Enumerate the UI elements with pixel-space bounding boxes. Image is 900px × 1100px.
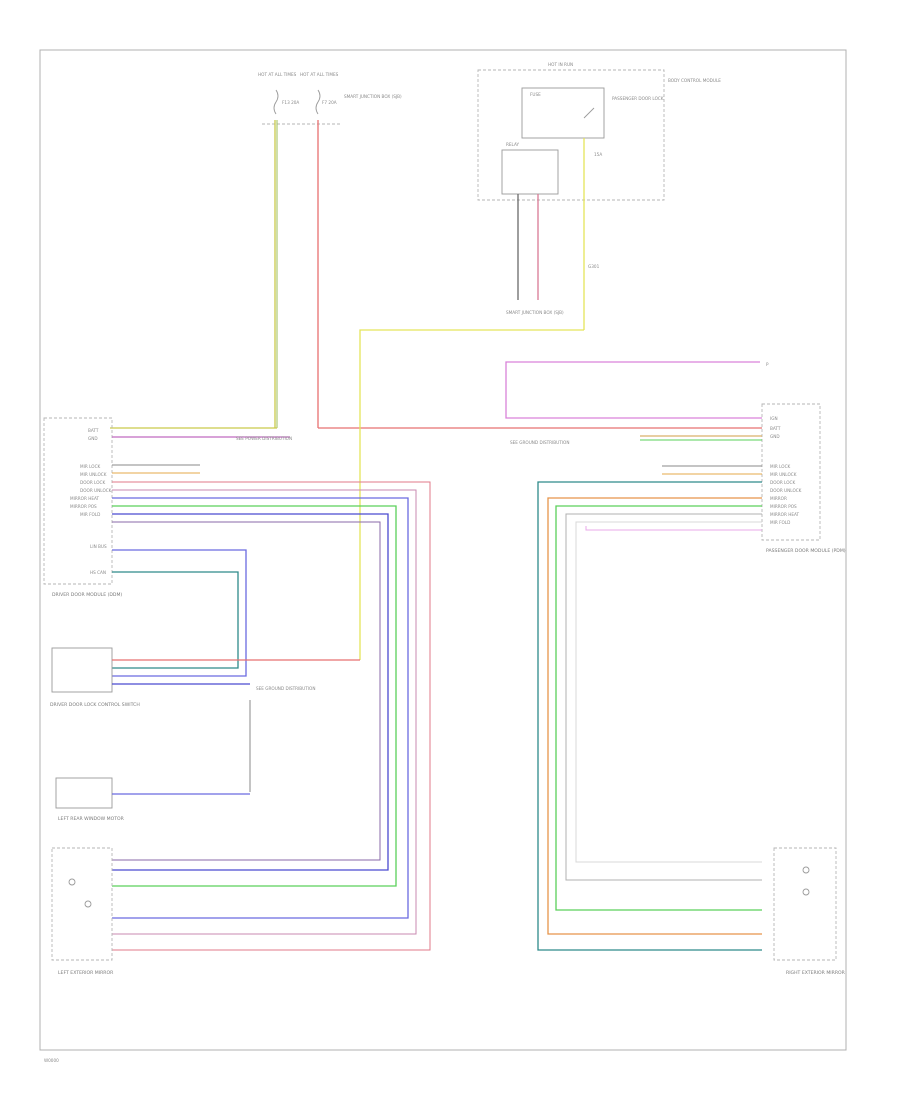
passenger-door-module: PASSENGER DOOR MODULE (PDM) IGN BATT GND… bbox=[761, 403, 846, 554]
pdm-pin-8: MIRROR bbox=[770, 496, 787, 501]
fuse-a-icon bbox=[273, 89, 279, 115]
right-mirror-heater-icon bbox=[802, 888, 810, 896]
splice-note: SEE GROUND DISTRIBUTION bbox=[256, 686, 315, 691]
wire-pdm-pink-stub bbox=[585, 526, 762, 531]
left-window-motor: LEFT REAR WINDOW MOTOR bbox=[55, 777, 125, 822]
relay-lower-label: RELAY bbox=[506, 142, 520, 147]
fuse-b-icon bbox=[315, 89, 321, 115]
pdm-pin-5: MIR UNLOCK bbox=[770, 472, 797, 477]
sjb-relay-box bbox=[477, 69, 665, 201]
ddm-pin-7: MIRROR HEAT bbox=[70, 496, 100, 501]
passenger-lock-label: PASSENGER DOOR LOCK bbox=[612, 96, 664, 101]
fuse-a-label: F13 20A bbox=[282, 100, 299, 105]
wire-run-yellow-route bbox=[359, 329, 584, 660]
pdm-box bbox=[761, 403, 821, 541]
wire-pdm-orange-loop bbox=[547, 497, 762, 935]
wire-ddm-pink-loop bbox=[112, 489, 417, 935]
left-window-motor-label: LEFT REAR WINDOW MOTOR bbox=[58, 816, 125, 822]
left-mirror-label: LEFT EXTERIOR MIRROR bbox=[58, 970, 114, 976]
ddm-pin-10: LIN BUS bbox=[90, 544, 107, 549]
ddm-pin-5: DOOR LOCK bbox=[80, 480, 105, 485]
hot-label-a: HOT AT ALL TIMES bbox=[258, 72, 297, 77]
ddm-pin-9: MIR FOLD bbox=[80, 512, 100, 517]
pdm-pin-10: MIRROR HEAT bbox=[770, 512, 800, 517]
driver-lock-switch: DRIVER DOOR LOCK CONTROL SWITCH bbox=[50, 647, 140, 708]
sjb-label: SMART JUNCTION BOX (SJB) bbox=[344, 94, 402, 99]
left-mirror-heater-icon bbox=[84, 900, 92, 908]
ddm-box bbox=[43, 417, 113, 585]
pdm-pin-6: DOOR LOCK bbox=[770, 480, 795, 485]
ddm-pin-1: GND bbox=[88, 436, 98, 441]
right-mirror-motor-icon bbox=[802, 866, 810, 874]
right-mirror-label: RIGHT EXTERIOR MIRROR bbox=[786, 970, 846, 976]
pdm-pin-2: GND bbox=[770, 434, 780, 439]
hot-in-run-label: HOT IN RUN bbox=[548, 62, 573, 67]
ddm-pin-0: BATT bbox=[88, 428, 99, 433]
fuse-b-label: F7 20A bbox=[322, 100, 337, 105]
driver-door-module: DRIVER DOOR MODULE (DDM) BATT GND MIR LO… bbox=[43, 417, 122, 598]
relay-box bbox=[521, 87, 605, 139]
left-mirror-box bbox=[51, 847, 113, 961]
left-window-motor-box bbox=[55, 777, 113, 809]
top-right-relay-group: HOT IN RUN BODY CONTROL MODULE FUSE PASS… bbox=[477, 62, 721, 330]
wire-ddm-purple-loop bbox=[112, 521, 381, 861]
hot-label-b: HOT AT ALL TIMES bbox=[300, 72, 339, 77]
wire-ddm-darkblue-loop bbox=[112, 513, 389, 871]
pdm-pin-0: IGN bbox=[770, 416, 778, 421]
top-left-fuse-group: HOT AT ALL TIMES HOT AT ALL TIMES SMART … bbox=[258, 72, 402, 125]
wire-pink-loop bbox=[505, 361, 762, 419]
ddm-pin-3: MIR LOCK bbox=[80, 464, 100, 469]
diagram-frame bbox=[39, 49, 847, 1051]
footer-code: W0000 bbox=[44, 1058, 59, 1063]
pdm-gnd-note: SEE GROUND DISTRIBUTION bbox=[510, 440, 569, 445]
ddm-pin-12: HS CAN bbox=[90, 570, 106, 575]
wire-pdm-gray-loop bbox=[565, 513, 762, 881]
wire-pdm-green-loop bbox=[555, 505, 762, 911]
pdm-pin-1: BATT bbox=[770, 426, 781, 431]
pdm-label: PASSENGER DOOR MODULE (PDM) bbox=[766, 548, 846, 554]
ddm-pin-4: MIR UNLOCK bbox=[80, 472, 107, 477]
wire-pdm-teal-loop bbox=[537, 481, 762, 951]
relay-lower-box bbox=[501, 149, 559, 195]
wire-ddm-green-loop bbox=[112, 505, 397, 887]
ground-g301-label: G301 bbox=[588, 264, 600, 269]
relay-switch bbox=[583, 107, 595, 119]
wire-ddm-lin bbox=[112, 549, 247, 677]
wire-pdm-white-loop bbox=[575, 521, 762, 863]
left-exterior-mirror: LEFT EXTERIOR MIRROR bbox=[51, 847, 114, 976]
driver-lock-switch-label: DRIVER DOOR LOCK CONTROL SWITCH bbox=[50, 702, 140, 708]
pink-wire-end-label: P bbox=[766, 362, 769, 367]
pdm-pin-4: MIR LOCK bbox=[770, 464, 790, 469]
bcm-label: BODY CONTROL MODULE bbox=[668, 78, 721, 83]
ddm-gnd-note: SEE POWER DISTRIBUTION bbox=[236, 436, 292, 441]
relay-label: FUSE bbox=[530, 92, 541, 97]
ddm-pin-6: DOOR UNLOCK bbox=[80, 488, 112, 493]
fuse-15a-label: 15A bbox=[594, 152, 602, 157]
ddm-pin-8: MIRROR POS bbox=[70, 504, 97, 509]
wire-ddm-red-loop bbox=[112, 481, 431, 951]
driver-lock-switch-box bbox=[51, 647, 113, 693]
right-mirror-box bbox=[773, 847, 837, 961]
pdm-pin-11: MIR FOLD bbox=[770, 520, 790, 525]
pdm-pin-7: DOOR UNLOCK bbox=[770, 488, 802, 493]
right-exterior-mirror: RIGHT EXTERIOR MIRROR bbox=[773, 847, 846, 976]
left-mirror-motor-icon bbox=[68, 878, 76, 886]
wire-ddm-hscan bbox=[112, 571, 239, 669]
junction-note: SMART JUNCTION BOX (SJB) bbox=[506, 310, 564, 315]
pdm-pin-9: MIRROR POS bbox=[770, 504, 797, 509]
wire-ddm-blue-loop bbox=[112, 497, 409, 919]
ddm-label: DRIVER DOOR MODULE (DDM) bbox=[52, 592, 122, 598]
